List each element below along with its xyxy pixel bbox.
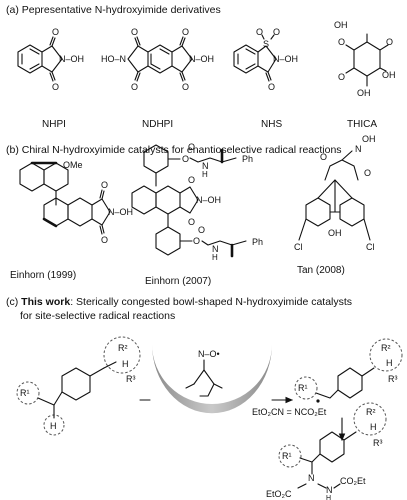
thica-oh3: OH [357, 88, 371, 98]
e07-noh: N–OH [196, 195, 221, 205]
tan-oh: OH [362, 134, 376, 144]
tan-2008-structure: N OH O O OH Cl Cl [294, 134, 376, 252]
nhs-s: S [263, 39, 269, 49]
prod-r1: R¹ [282, 451, 292, 461]
nhs-structure: S O O O N–OH [233, 27, 298, 92]
tan-o2: O [364, 168, 371, 178]
label-tan-2008: Tan (2008) [297, 265, 345, 276]
sub-r3: R³ [126, 374, 136, 384]
ndhpi-o4: O [182, 82, 189, 92]
sub-r1: R¹ [20, 388, 30, 398]
tan-n: N [355, 144, 362, 154]
prod-r2: R² [366, 407, 376, 417]
nhs-o3: O [268, 82, 275, 92]
prod-n2: N [326, 485, 333, 495]
substrate-structure: R¹ H R² H R³ [16, 336, 141, 436]
e07-h2: H [212, 253, 218, 262]
bowl-catalyst: N–O• [152, 344, 272, 414]
label-einhorn-1999: Einhorn (1999) [10, 270, 77, 281]
ndhpi-o3: O [182, 27, 189, 37]
prod-eto2c: EtO₂C [266, 489, 292, 499]
nhpi-structure: O O N–OH [17, 27, 84, 92]
product-structure: R¹ R² H R³ N N H CO₂Et EtO₂C [266, 402, 387, 500]
prod-co2et: CO₂Et [340, 476, 366, 486]
thica-o2: O [338, 72, 345, 82]
einhorn-1999-noh: N–OH [108, 207, 133, 217]
nhs-o2: O [273, 27, 280, 37]
ndhpi-hon: HO–N [101, 54, 126, 64]
section-c-prefix: (c) [6, 296, 22, 308]
label-nhs: NHS [261, 119, 283, 130]
section-c-title: (c) This work: Sterically congested bowl… [6, 296, 352, 308]
int-h: H [386, 358, 393, 368]
int-r3: R³ [388, 374, 398, 384]
thica-structure: O O O OH OH OH [334, 20, 396, 98]
e07-o2: O [188, 175, 195, 185]
int-r2: R² [381, 343, 391, 353]
bowl-nradical: N–O• [198, 349, 220, 359]
section-c-bold: This work [21, 296, 71, 308]
thica-o1: O [338, 37, 345, 47]
e07-h1: H [202, 170, 208, 179]
thica-o3: O [386, 37, 393, 47]
section-c-title-rest: : Sterically congested bowl-shaped N-hyd… [70, 296, 353, 308]
e07-o1: O [182, 154, 189, 164]
e07-n2: N [212, 244, 219, 254]
sub-r2: R² [118, 343, 128, 353]
label-einhorn-2007: Einhorn (2007) [145, 276, 212, 287]
prod-r3: R³ [373, 438, 383, 448]
einhorn-1999-o1: O [101, 180, 108, 190]
prod-h: H [370, 422, 377, 432]
nhpi-noh: N–OH [59, 54, 84, 64]
label-thica: THICA [347, 119, 377, 130]
thica-oh2: OH [382, 70, 396, 80]
tan-cl1: Cl [294, 242, 303, 252]
nhs-o1: O [256, 27, 263, 37]
label-ndhpi: NDHPI [142, 119, 174, 130]
e07-o4: O [193, 236, 200, 246]
nhpi-o-bottom: O [52, 82, 59, 92]
einhorn-1999-o2: O [101, 235, 108, 245]
tan-cl2: Cl [366, 242, 375, 252]
e07-ph1: Ph [242, 154, 253, 164]
sub-h: H [50, 421, 57, 431]
sub-h2: H [122, 359, 129, 369]
e07-n1: N [202, 161, 209, 171]
ndhpi-noh: N–OH [189, 54, 214, 64]
e07-o3: O [188, 217, 195, 227]
e07-ph2: Ph [252, 237, 263, 247]
thica-oh1: OH [334, 20, 348, 30]
ndhpi-structure: O O O O HO–N N–OH [101, 27, 214, 92]
section-c-title-line2: for site-selective radical reactions [20, 310, 176, 322]
e07-o5: O [198, 225, 205, 235]
einhorn-2007-structure: O O N H Ph O O N–OH O O N H Ph [131, 142, 263, 262]
nhs-noh: N–OH [273, 54, 298, 64]
einhorn-1999-ome: OMe [63, 160, 83, 170]
nhpi-o-top: O [52, 27, 59, 37]
label-nhpi: NHPI [42, 119, 66, 130]
ndhpi-o1: O [131, 27, 138, 37]
radical-intermediate: R¹ R² H R³ [294, 338, 403, 403]
int-r1: R¹ [298, 383, 308, 393]
prod-h-n: H [326, 495, 331, 500]
ndhpi-o2: O [131, 82, 138, 92]
section-a-title: (a) Pepresentative N-hydroxyimide deriva… [6, 4, 221, 16]
azodicarboxylate-reagent: EtO₂CN = NCO₂Et [252, 407, 327, 417]
einhorn-1999-structure: OMe O O N–OH [19, 160, 133, 245]
section-b-title: (b) Chiral N-hydroxyimide catalysts for … [6, 144, 342, 156]
tan-oh2: OH [328, 228, 342, 238]
tan-o1: O [320, 152, 327, 162]
e07-o1b: O [188, 142, 195, 152]
prod-n1: N [308, 473, 315, 483]
